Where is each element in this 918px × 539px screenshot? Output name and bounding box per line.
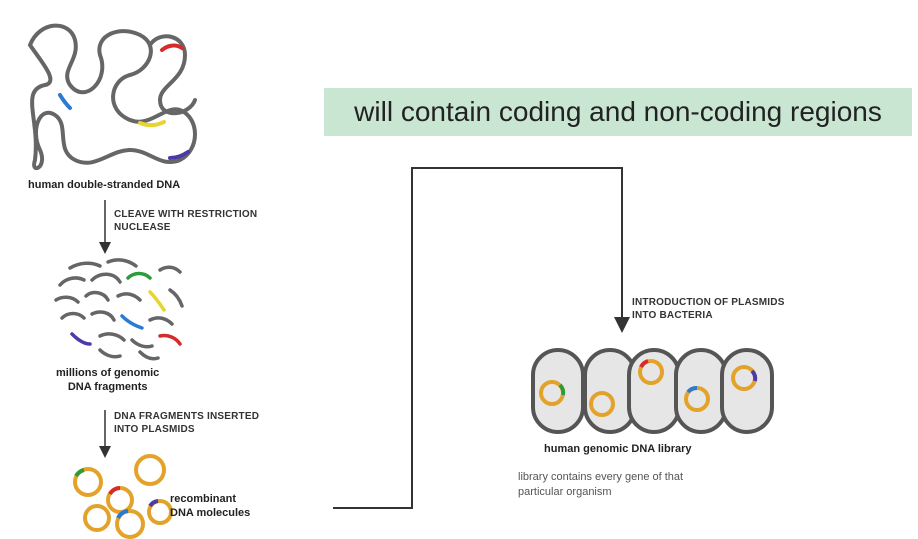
recombinant-plasmids: [73, 454, 173, 539]
bacterium-4: [674, 348, 728, 434]
bacteria-library: [531, 348, 774, 434]
introduce-step-label: INTRODUCTION OF PLASMIDS INTO BACTERIA: [632, 297, 785, 321]
cleave-step-label: CLEAVE WITH RESTRICTION NUCLEASE: [114, 209, 258, 233]
coding-regions-banner: will contain coding and non-coding regio…: [324, 88, 912, 136]
insert-step-label: DNA FRAGMENTS INSERTED INTO PLASMIDS: [114, 411, 260, 435]
human-dna-strand: [27, 23, 197, 171]
recombinant-label: recombinant DNA molecules: [170, 493, 251, 519]
bacterium-5: [720, 348, 774, 434]
fragments-label: millions of genomic DNA fragments: [56, 367, 160, 393]
human-dna-label: human double-stranded DNA: [28, 179, 181, 191]
library-note: library contains every gene of that part…: [518, 471, 684, 498]
dna-fragments: [54, 258, 184, 361]
library-label: human genomic DNA library: [544, 443, 692, 455]
banner-text: will contain coding and non-coding regio…: [354, 96, 882, 127]
connector-arrow: [333, 167, 630, 509]
